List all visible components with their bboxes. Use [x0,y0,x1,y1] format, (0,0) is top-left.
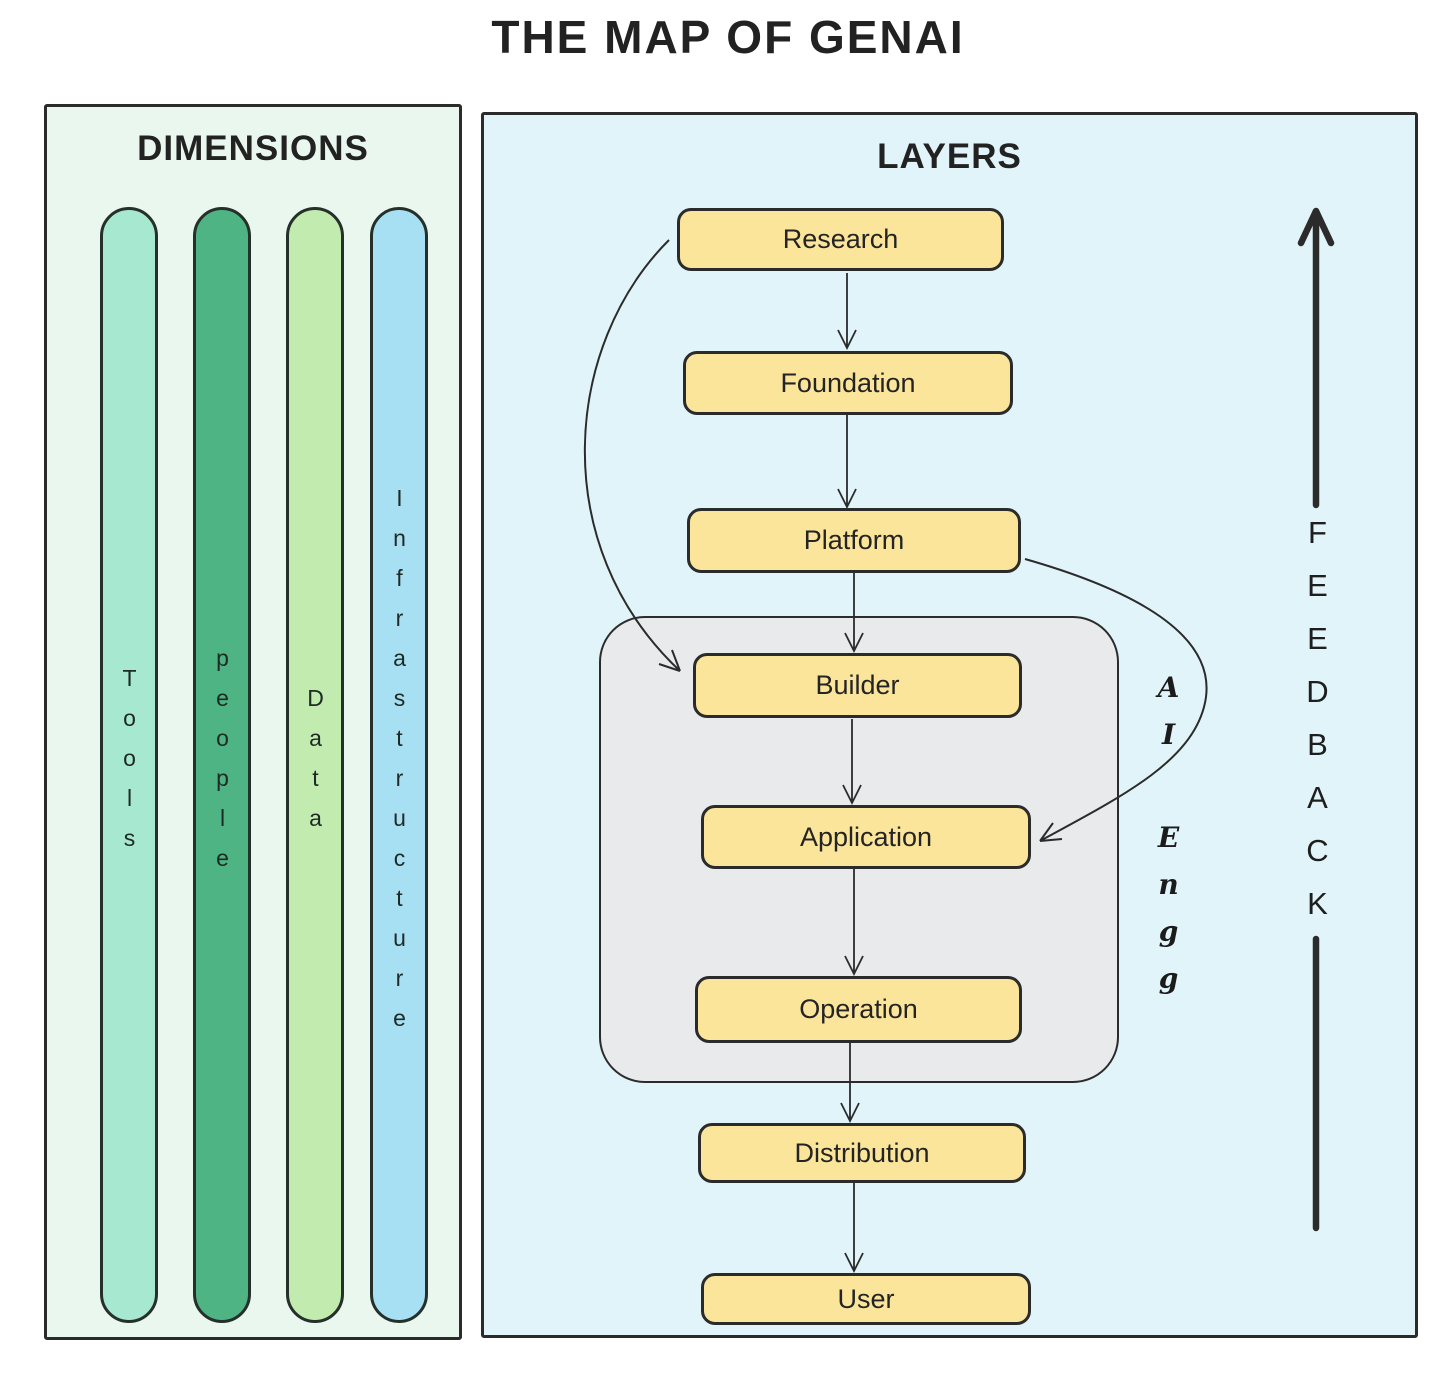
arrow-distribution-to-user [844,1183,864,1274]
arrow-platform-to-application-curve [1024,558,1208,842]
pill-data: Data [286,207,344,1323]
box-builder-label: Builder [815,670,900,700]
box-platform-label: Platform [803,525,905,555]
box-distribution-label: Distribution [794,1137,930,1168]
pill-data-label: Data [302,685,329,845]
ai-engg-annotation-line1: AI [1152,671,1185,765]
pill-tools-label: Tools [116,665,143,865]
box-application: Application [701,805,1031,869]
arrow-operation-to-distribution [840,1043,860,1124]
arrow-builder-to-application [842,719,862,806]
arrow-research-to-builder-curve [583,239,681,672]
feedback-arrow-top [1297,207,1335,509]
page-title: THE MAP OF GENAI [491,11,965,63]
box-application-label: Application [799,821,933,852]
pill-infrastructure-label: Infrastructure [386,485,413,1045]
pill-people-label: people [209,645,236,885]
feedback-label: FEEDBACK [1300,515,1335,939]
pill-people: people [193,207,251,1323]
box-builder: Builder [693,653,1022,718]
arrows-layer [583,207,1335,1274]
arrow-foundation-to-platform [837,415,857,510]
ai-engg-annotation-line2: Engg [1152,821,1185,1009]
box-foundation: Foundation [683,351,1013,415]
layers-header: LAYERS [877,137,1022,176]
box-user-label: User [837,1283,895,1314]
dimensions-header: DIMENSIONS [137,129,369,168]
box-operation-label: Operation [799,994,918,1024]
box-user: User [701,1273,1031,1325]
box-foundation-label: Foundation [780,367,916,398]
arrow-research-to-foundation [837,273,857,351]
box-research-label: Research [782,224,899,254]
pill-infrastructure: Infrastructure [370,207,428,1323]
pill-tools: Tools [100,207,158,1323]
arrow-platform-to-builder [844,573,864,654]
box-operation: Operation [695,976,1022,1043]
arrow-application-to-operation [844,869,864,977]
dimensions-panel: DIMENSIONS Tools people Data Infrastruct… [44,104,462,1340]
box-platform: Platform [687,508,1021,573]
box-distribution: Distribution [698,1123,1026,1183]
box-research: Research [677,208,1004,271]
layers-panel: LAYERS Research Foundation Platform Buil… [481,112,1418,1338]
